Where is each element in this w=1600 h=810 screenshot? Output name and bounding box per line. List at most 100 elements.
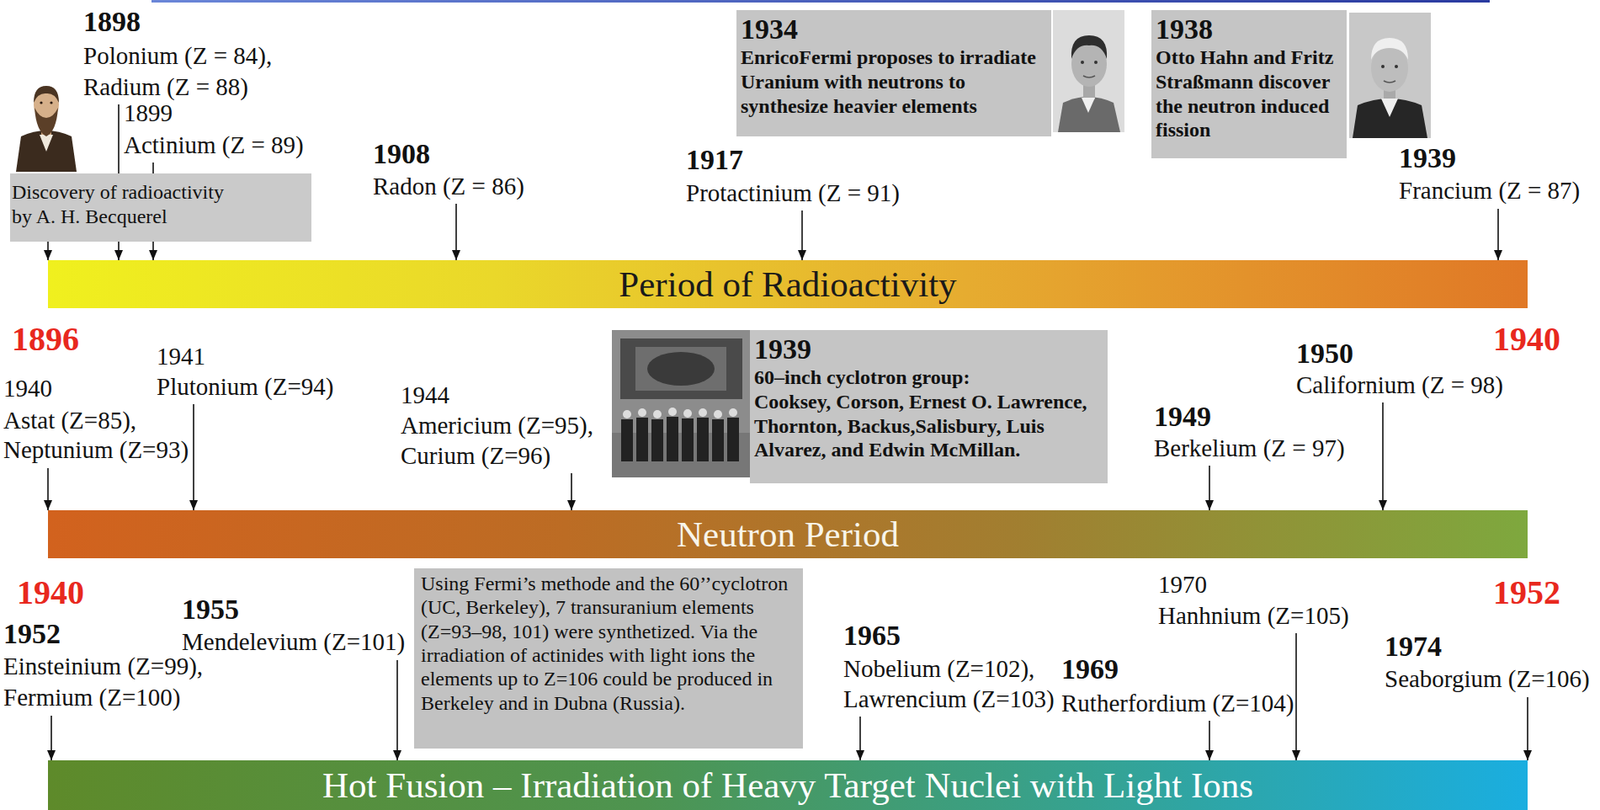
portrait-eye bbox=[1381, 64, 1385, 69]
people-heads bbox=[622, 407, 738, 419]
note-text: Using Fermi’s methode and the 60’’cyclot… bbox=[420, 571, 797, 715]
cyclotron-photo bbox=[611, 329, 751, 478]
person-body bbox=[681, 418, 694, 462]
band-title: Period of Radioactivity bbox=[618, 265, 957, 303]
year-heading: 1939 bbox=[754, 332, 1103, 366]
note-box: Using Fermi’s methode and the 60’’cyclot… bbox=[414, 568, 803, 749]
period-band: Period of Radioactivity bbox=[47, 260, 1528, 309]
event-heading: 60–inch cyclotron group: bbox=[754, 365, 1103, 390]
event-box: 1934EnricoFermi proposes to irradiate Ur… bbox=[736, 10, 1052, 137]
event-text: EnricoFermi proposes to irradiate Uraniu… bbox=[740, 45, 1047, 118]
person-body bbox=[727, 417, 739, 462]
element-label: Curium (Z=96) bbox=[400, 442, 551, 470]
year-label: 1965 bbox=[843, 619, 901, 651]
person-body bbox=[651, 419, 664, 462]
person-head bbox=[713, 409, 723, 419]
person-head bbox=[698, 408, 707, 417]
portrait-hair bbox=[1371, 37, 1409, 60]
element-label: Berkelium (Z = 97) bbox=[1153, 435, 1345, 463]
portrait-hair bbox=[33, 85, 59, 103]
portrait-hair bbox=[1071, 35, 1107, 59]
period-year: 1952 bbox=[1493, 574, 1561, 612]
element-label: Americium (Z=95), bbox=[400, 412, 594, 440]
portrait-eye bbox=[39, 100, 43, 104]
portrait-eye bbox=[1094, 60, 1098, 64]
leader-arrow bbox=[859, 716, 862, 761]
portrait-mouth bbox=[1083, 75, 1096, 78]
portrait-photo bbox=[1052, 10, 1125, 133]
people-bodies bbox=[621, 416, 739, 462]
element-label: Seaborgium (Z=106) bbox=[1384, 665, 1590, 693]
person-head bbox=[668, 407, 677, 416]
person-body bbox=[712, 419, 724, 462]
band-title: Neutron Period bbox=[676, 515, 899, 553]
portrait-eye bbox=[1394, 64, 1399, 69]
portrait-photo bbox=[15, 85, 77, 172]
year-label: 1898 bbox=[83, 5, 141, 38]
band-title: Hot Fusion – Irradiation of Heavy Target… bbox=[322, 766, 1254, 803]
event-box: 193960–inch cyclotron group:Cooksey, Cor… bbox=[749, 329, 1108, 484]
person-body bbox=[696, 417, 709, 462]
period-band: Neutron Period bbox=[47, 510, 1528, 559]
element-label: Mendelevium (Z=101) bbox=[181, 628, 405, 656]
year-label: 1974 bbox=[1384, 630, 1442, 662]
portrait-coat bbox=[15, 130, 77, 172]
event-text: Otto Hahn and Fritz Straßmann discover t… bbox=[1155, 45, 1342, 143]
cyclotron-frame bbox=[620, 338, 743, 399]
element-label: Einsteinium (Z=99), bbox=[3, 653, 203, 681]
leader-arrow bbox=[192, 403, 195, 511]
portrait-eye bbox=[49, 100, 53, 104]
leader-arrow bbox=[396, 659, 399, 761]
element-label: Radon (Z = 86) bbox=[372, 173, 525, 201]
element-label: 1899 bbox=[123, 100, 173, 128]
person-head bbox=[622, 409, 632, 419]
element-label: 1940 bbox=[3, 375, 53, 403]
element-label: 1941 bbox=[156, 343, 206, 371]
element-label: 1970 bbox=[1158, 571, 1207, 599]
year-label: 1949 bbox=[1153, 400, 1212, 432]
element-label: Rutherfordium (Z=104) bbox=[1061, 690, 1295, 718]
year-label: 1917 bbox=[685, 143, 744, 176]
element-label: Nobelium (Z=102), bbox=[843, 655, 1035, 683]
event-text: Discovery of radioactivity by A. H. Becq… bbox=[11, 180, 235, 229]
leader-arrow bbox=[801, 210, 803, 261]
portrait-coat bbox=[1057, 96, 1121, 133]
element-label: Californium (Z = 98) bbox=[1296, 372, 1504, 399]
person-body bbox=[636, 417, 649, 462]
element-label: Polonium (Z = 84), bbox=[83, 42, 272, 70]
person-body bbox=[666, 416, 679, 462]
top-rule bbox=[151, 0, 1490, 3]
element-label: Plutonium (Z=94) bbox=[156, 373, 335, 401]
element-label: Actinium (Z = 89) bbox=[123, 132, 304, 160]
period-year: 1896 bbox=[11, 320, 80, 358]
portrait-beard bbox=[34, 107, 59, 137]
event-text: Cooksey, Corson, Ernest O. Lawrence, Tho… bbox=[754, 389, 1103, 463]
portrait-collar bbox=[1381, 98, 1399, 117]
person-head bbox=[653, 409, 662, 419]
cyclotron-dee bbox=[647, 351, 715, 386]
leader-arrow bbox=[1526, 696, 1529, 761]
leader-arrow bbox=[47, 467, 49, 511]
period-year: 1940 bbox=[16, 574, 85, 612]
portrait-collar bbox=[39, 134, 54, 152]
portrait-collar bbox=[1081, 97, 1096, 113]
year-label: 1950 bbox=[1296, 337, 1354, 369]
element-label: Hanhnium (Z=105) bbox=[1158, 602, 1350, 630]
element-label: Fermium (Z=100) bbox=[3, 684, 181, 712]
element-label: Lawrencium (Z=103) bbox=[843, 685, 1055, 713]
person-head bbox=[683, 409, 692, 418]
person-body bbox=[621, 419, 633, 462]
year-label: 1955 bbox=[181, 593, 240, 625]
portrait-photo bbox=[1349, 12, 1431, 139]
portrait-eye bbox=[1080, 60, 1085, 64]
leader-arrow bbox=[1208, 465, 1211, 511]
element-label: 1944 bbox=[400, 382, 450, 410]
element-label: Neptunium (Z=93) bbox=[3, 436, 189, 464]
event-box: 1938Otto Hahn and Fritz Straßmann discov… bbox=[1151, 10, 1347, 159]
leader-arrow bbox=[1295, 632, 1298, 761]
year-label: 1908 bbox=[372, 138, 431, 170]
connectors bbox=[47, 241, 49, 261]
leader-arrow bbox=[570, 473, 573, 511]
year-heading: 1934 bbox=[740, 12, 1047, 46]
leader-arrow bbox=[1497, 208, 1500, 261]
